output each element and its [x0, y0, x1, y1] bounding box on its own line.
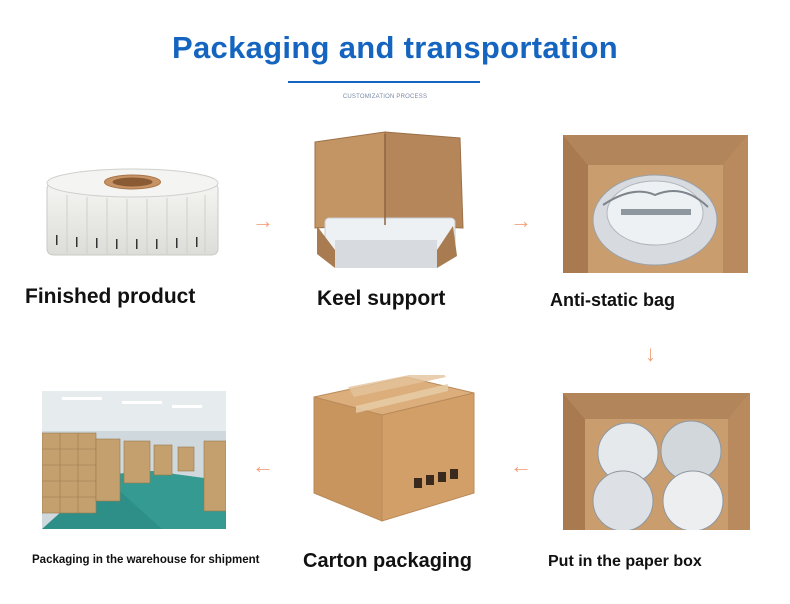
arrow-right-icon: →	[252, 208, 274, 233]
step-label-carton-packaging: Carton packaging	[303, 550, 472, 572]
anti-static-bag-image	[563, 135, 748, 273]
arrow-left-icon: ←	[252, 453, 274, 478]
keel-support-image	[305, 130, 465, 270]
finished-product-image	[45, 165, 220, 260]
carton-packaging-image	[310, 375, 478, 523]
warehouse-image	[42, 391, 226, 529]
paper-box-image	[563, 393, 750, 530]
title-underline	[288, 81, 480, 83]
step-label-keel-support: Keel support	[317, 287, 446, 310]
step-label-anti-static-bag: Anti-static bag	[550, 290, 676, 310]
step-label-paper-box: Put in the paper box	[548, 553, 702, 570]
step-label-warehouse: Packaging in the warehouse for shipment	[32, 554, 260, 566]
page-title: Packaging and transportation	[172, 30, 618, 65]
arrow-down-icon: ↓	[645, 341, 656, 366]
arrow-left-icon: ←	[510, 453, 532, 478]
step-label-finished-product: Finished product	[25, 285, 196, 308]
page-subtitle: CUSTOMIZATION PROCESS	[342, 94, 428, 100]
arrow-right-icon: →	[510, 208, 532, 233]
